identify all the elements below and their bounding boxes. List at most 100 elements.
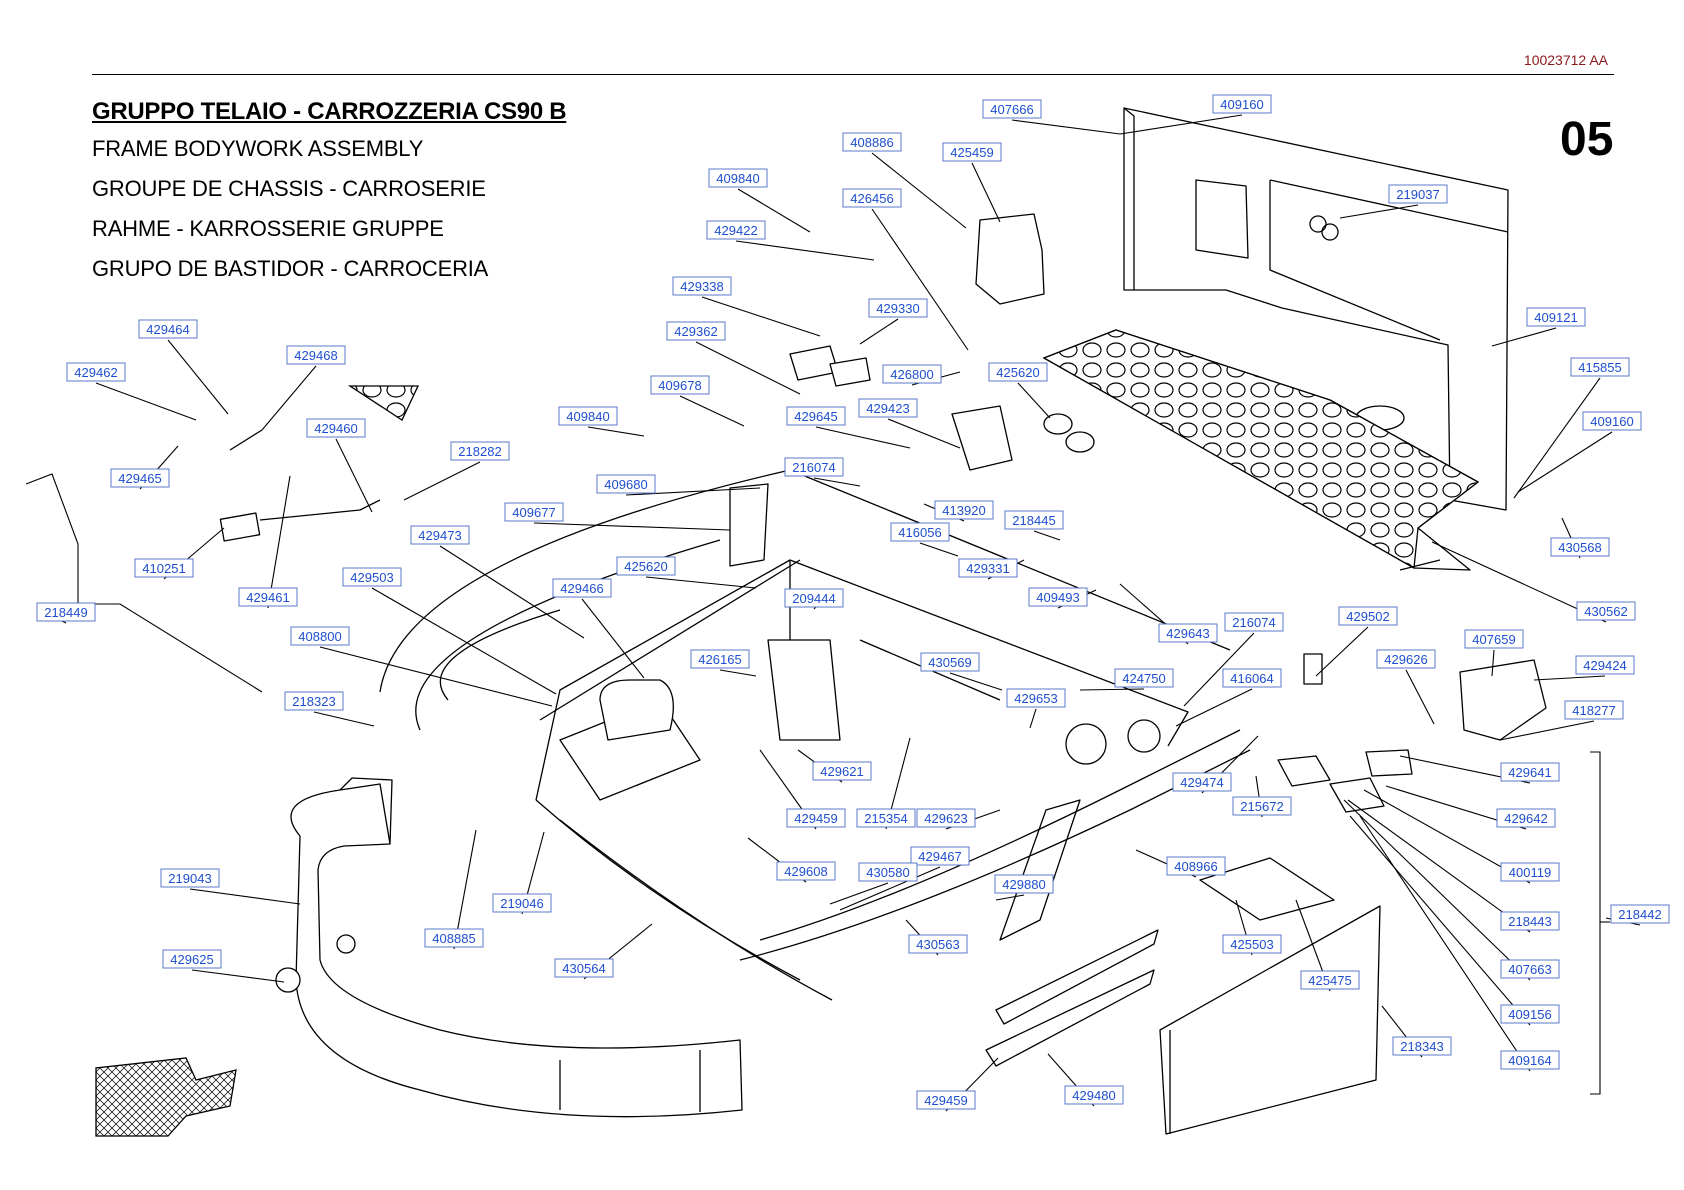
part-label-218323: 218323 (284, 691, 344, 711)
part-label-429641: 429641 (1500, 762, 1560, 782)
part-number: 413920 (942, 503, 985, 518)
part-label-409160: 409160 (1212, 94, 1272, 114)
part-label-218442: 218442 (1610, 904, 1670, 924)
part-label-429468: 429468 (286, 345, 346, 365)
leader-line (887, 418, 961, 449)
part-label-429460: 429460 (306, 418, 366, 438)
part-label-219037: 219037 (1388, 184, 1448, 204)
header-rule (92, 74, 1614, 75)
part-number: 408885 (432, 931, 475, 946)
part-label-430569: 430569 (920, 652, 980, 672)
part-label-424750: 424750 (1114, 668, 1174, 688)
bracket-lines (25, 473, 1610, 1095)
part-number: 218323 (292, 694, 335, 709)
part-label-430564: 430564 (554, 958, 614, 978)
part-label-429362: 429362 (666, 321, 726, 341)
part-number: 415855 (1578, 360, 1621, 375)
part-label-429645: 429645 (786, 406, 846, 426)
part-number: 429645 (794, 409, 837, 424)
part-number: 409493 (1036, 590, 1079, 605)
part-number: 400119 (1509, 865, 1551, 880)
leader-line (167, 339, 229, 415)
leader-line (735, 240, 875, 261)
part-label-429653: 429653 (1006, 688, 1066, 708)
part-number: 216074 (1232, 615, 1275, 630)
leader-line (581, 598, 645, 679)
part-number: 219037 (1396, 187, 1439, 202)
part-number: 429466 (560, 581, 603, 596)
part-label-408885: 408885 (424, 928, 484, 948)
part-number: 409680 (604, 477, 647, 492)
part-number: 407659 (1472, 632, 1515, 647)
part-label-430580: 430580 (858, 862, 918, 882)
part-number: 429643 (1166, 626, 1209, 641)
part-number: 430562 (1584, 604, 1627, 619)
leader-line (737, 188, 811, 233)
part-number: 429502 (1346, 609, 1389, 624)
leader-line (859, 318, 899, 345)
part-label-429330: 429330 (868, 298, 928, 318)
part-number: 410251 (142, 561, 185, 576)
part-label-215672: 215672 (1232, 796, 1292, 816)
part-number: 409160 (1590, 414, 1633, 429)
part-number: 215354 (864, 811, 907, 826)
leader-line (701, 296, 821, 337)
part-number: 429467 (918, 849, 961, 864)
part-number: 218443 (1508, 914, 1551, 929)
part-label-400119: 400119 (1500, 862, 1560, 882)
part-number: 429626 (1384, 652, 1427, 667)
leader-line (871, 152, 967, 229)
leader-line (191, 969, 285, 983)
part-number: 215672 (1240, 799, 1283, 814)
leader-line (189, 888, 301, 905)
part-label-216074: 216074 (1224, 612, 1284, 632)
leader-line (695, 341, 801, 395)
part-number: 430569 (928, 655, 971, 670)
part-label-429621: 429621 (812, 761, 872, 781)
title-french: GROUPE DE CHASSIS - CARROSERIE (92, 176, 486, 201)
leader-line (679, 395, 745, 427)
leader-line (1499, 720, 1595, 741)
part-number: 429424 (1583, 658, 1626, 673)
leader-line (1011, 119, 1121, 135)
part-label-425475: 425475 (1300, 970, 1360, 990)
part-number: 426800 (890, 367, 933, 382)
part-number: 429642 (1504, 811, 1547, 826)
part-label-409164: 409164 (1500, 1050, 1560, 1070)
part-label-429338: 429338 (672, 276, 732, 296)
part-label-216074: 216074 (784, 457, 844, 477)
part-number: 219043 (168, 871, 211, 886)
part-number: 429641 (1508, 765, 1551, 780)
part-label-429608: 429608 (776, 861, 836, 881)
part-number: 429422 (714, 223, 757, 238)
part-label-209444: 209444 (784, 588, 844, 608)
part-label-409121: 409121 (1526, 307, 1586, 327)
leader-line (261, 365, 317, 431)
part-label-413920: 413920 (934, 500, 994, 520)
part-number: 425503 (1230, 937, 1273, 952)
part-number: 425620 (624, 559, 667, 574)
part-label-218443: 218443 (1500, 911, 1560, 931)
leader-line (1347, 799, 1531, 933)
components (219, 213, 1547, 813)
leader-line (919, 542, 959, 557)
part-label-429467: 429467 (910, 846, 970, 866)
part-label-429626: 429626 (1376, 649, 1436, 669)
part-label-215354: 215354 (856, 808, 916, 828)
part-label-429465: 429465 (110, 468, 170, 488)
part-label-407659: 407659 (1464, 629, 1524, 649)
part-label-429464: 429464 (138, 319, 198, 339)
part-number: 209444 (792, 591, 835, 606)
part-label-429625: 429625 (162, 949, 222, 969)
part-label-218449: 218449 (36, 602, 96, 622)
part-label-426800: 426800 (882, 364, 942, 384)
part-number: 409121 (1534, 310, 1577, 325)
part-number: 416056 (898, 525, 941, 540)
part-number: 408886 (850, 135, 893, 150)
part-number: 429480 (1072, 1088, 1115, 1103)
main-frame (379, 469, 1251, 1001)
part-number: 429331 (966, 561, 1009, 576)
leader-line (1315, 626, 1369, 677)
part-label-219043: 219043 (160, 868, 220, 888)
